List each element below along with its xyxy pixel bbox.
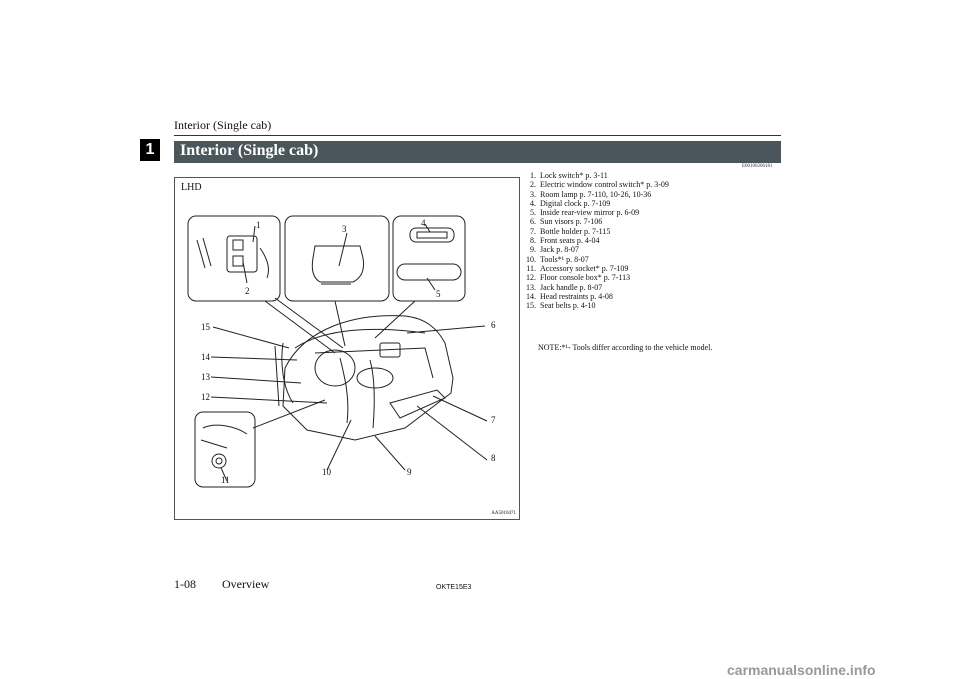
list-item-text: Room lamp p. 7-110, 10-26, 10-36: [540, 189, 652, 199]
list-item: 4. Digital clock p. 7-109: [518, 199, 778, 208]
list-item: 15. Seat belts p. 4-10: [518, 301, 778, 310]
list-item-number: 9.: [530, 245, 536, 255]
callout-8: 8: [491, 453, 496, 463]
list-item-number: 4.: [530, 198, 536, 208]
list-item-text: Jack handle p. 8-07: [540, 282, 603, 292]
figure-code: AA5010471: [491, 511, 516, 516]
list-item-number: 12.: [526, 273, 536, 283]
callout-6: 6: [491, 320, 496, 330]
footer-code: OKTE15E3: [436, 584, 472, 591]
callout-3: 3: [342, 224, 347, 234]
list-item-text: Sun visors p. 7-106: [540, 217, 603, 227]
callout-7: 7: [491, 415, 496, 425]
list-item-text: Front seats p. 4-04: [540, 236, 600, 246]
list-item-number: 5.: [530, 208, 536, 218]
section-title: Interior (Single cab): [180, 142, 319, 159]
list-item-text: Tools*¹ p. 8-07: [540, 254, 589, 264]
list-item-number: 3.: [530, 189, 536, 199]
list-item: 2. Electric window control switch* p. 3-0…: [518, 180, 778, 189]
callout-13: 13: [201, 372, 210, 382]
section-code: E00100206181: [742, 164, 773, 169]
callout-15: 15: [201, 322, 210, 332]
list-item: 13. Jack handle p. 8-07: [518, 283, 778, 292]
list-item-number: 15.: [526, 301, 536, 311]
callout-12: 12: [201, 392, 210, 402]
callout-14: 14: [201, 352, 210, 362]
list-item: 5. Inside rear-view mirror p. 6-09: [518, 208, 778, 217]
interior-figure: LHD 1 2 3 4 5 6 7 8 9 10 11 12 13 14 15 …: [174, 177, 520, 520]
list-item-text: Floor console box* p. 7-113: [540, 273, 631, 283]
page-number: 1-08: [174, 577, 196, 591]
list-item: 10. Tools*¹ p. 8-07: [518, 255, 778, 264]
list-item-number: 7.: [530, 226, 536, 236]
callout-10: 10: [322, 467, 331, 477]
chapter-tab: 1: [140, 139, 160, 161]
list-item: 14. Head restraints p. 4-08: [518, 292, 778, 301]
callout-1: 1: [256, 220, 261, 230]
list-item: 9. Jack p. 8-07: [518, 245, 778, 254]
item-list: 1. Lock switch* p. 3-11 2. Electric window…: [518, 171, 778, 310]
list-item-number: 13.: [526, 282, 536, 292]
header-rule: [174, 135, 781, 136]
list-item: 7. Bottle holder p. 7-115: [518, 227, 778, 236]
callout-11: 11: [221, 475, 230, 485]
list-item-text: Bottle holder p. 7-115: [540, 226, 611, 236]
list-item-number: 2.: [530, 180, 536, 190]
list-item-text: Head restraints p. 4-08: [540, 291, 613, 301]
list-item-text: Jack p. 8-07: [540, 245, 579, 255]
list-item-text: Electric window control switch* p. 3-09: [540, 180, 669, 190]
list-item: 6. Sun visors p. 7-106: [518, 217, 778, 226]
callout-5: 5: [436, 289, 441, 299]
list-item-number: 8.: [530, 236, 536, 246]
list-item-number: 11.: [526, 263, 536, 273]
list-item-text: Digital clock p. 7-109: [540, 198, 611, 208]
callout-9: 9: [407, 467, 412, 477]
list-item: 11. Accessory socket* p. 7-109: [518, 264, 778, 273]
list-item-number: 6.: [530, 217, 536, 227]
list-item-text: Seat belts p. 4-10: [540, 301, 596, 311]
section-header-bar: Interior (Single cab): [174, 141, 781, 163]
figure-label: LHD: [181, 182, 202, 193]
list-item: 12. Floor console box* p. 7-113: [518, 273, 778, 282]
list-item-text: Inside rear-view mirror p. 6-09: [540, 208, 640, 218]
list-item: 3. Room lamp p. 7-110, 10-26, 10-36: [518, 190, 778, 199]
running-title: Interior (Single cab): [174, 118, 272, 132]
list-item: 8. Front seats p. 4-04: [518, 236, 778, 245]
interior-illustration: [187, 215, 488, 488]
list-item-number: 14.: [526, 291, 536, 301]
note: NOTE:*¹- Tools differ according to the v…: [538, 343, 713, 352]
list-item-text: Accessory socket* p. 7-109: [540, 263, 629, 273]
footer-section: Overview: [222, 577, 270, 591]
callout-2: 2: [245, 286, 250, 296]
callout-4: 4: [421, 218, 426, 228]
list-item: 1. Lock switch* p. 3-11: [518, 171, 778, 180]
list-item-number: 1.: [530, 171, 536, 180]
list-item-text: Lock switch* p. 3-11: [540, 171, 608, 180]
list-item-number: 10.: [526, 254, 536, 264]
watermark: carmanualsonline.info: [727, 662, 876, 678]
